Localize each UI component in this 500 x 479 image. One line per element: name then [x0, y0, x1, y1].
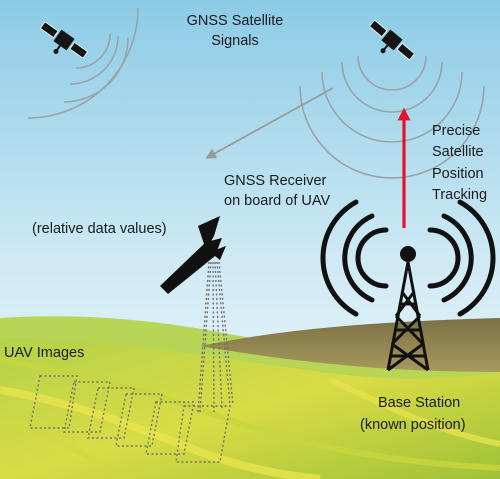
crop-field [0, 338, 500, 479]
tracking-label-line1: Precise [432, 123, 481, 139]
uav-image-frame [87, 387, 135, 439]
tracking-label-line2: Satellite [432, 144, 484, 160]
relative-data-label: (relative data values) [32, 221, 167, 237]
base-station-label-line2: (known position) [360, 417, 466, 433]
tracking-label-line4: Tracking [432, 187, 488, 203]
satellite-icon [39, 21, 89, 59]
satellite-signal-arcs-right [299, 55, 485, 179]
tracking-label-line3: Position [432, 166, 484, 182]
base-station-label-line1: Base Station [378, 395, 461, 411]
uav-image-frame [145, 401, 195, 455]
uav-image-frame [63, 381, 111, 433]
receiver-label-line2: on board of UAV [224, 193, 331, 209]
satellite-icon [368, 19, 416, 61]
satellite-signal-arcs-left [27, 7, 139, 119]
receiver-label-line1: GNSS Receiver [224, 173, 327, 189]
signal-arrow [205, 87, 334, 159]
uav-image-footprints [29, 375, 231, 463]
camera-footprint [197, 261, 234, 413]
gnss-signals-label-line2: Signals [211, 33, 259, 49]
tower-icon [320, 199, 496, 372]
gnss-signals-label-line1: GNSS Satellite [186, 13, 284, 29]
uav-icon [160, 216, 226, 294]
uav-images-label: UAV Images [4, 345, 85, 361]
uav-image-frame [115, 393, 163, 447]
